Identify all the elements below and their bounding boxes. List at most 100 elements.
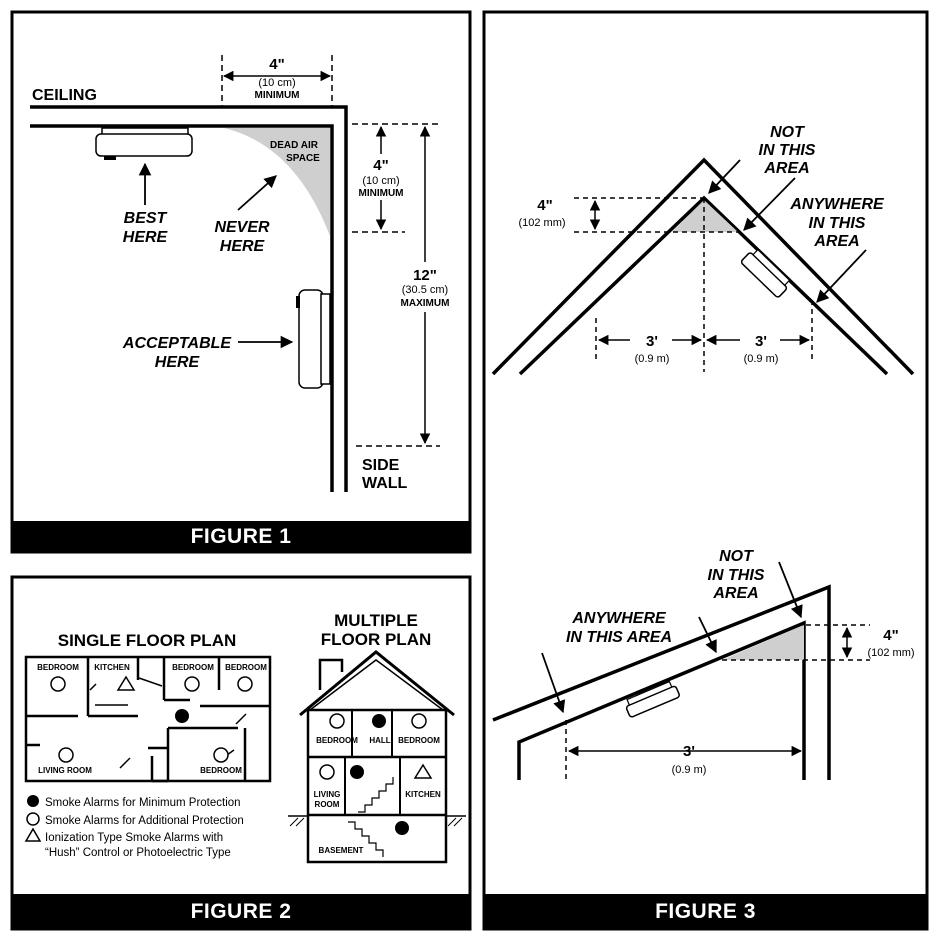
additional-alarm-icon (50, 676, 66, 692)
best-here-label-1: BEST (124, 210, 168, 227)
wall-detector (296, 289, 331, 389)
slope-roof-outer (492, 584, 831, 780)
peak-right-value: 3' (755, 333, 767, 350)
peak-anywhere-label-2: IN THIS (809, 215, 866, 232)
multiple-floor-title-1: MULTIPLE (334, 611, 418, 630)
peak-not-label-2: IN THIS (759, 142, 816, 159)
peak-dim-value: 4" (537, 197, 552, 214)
room-label: LIVING ROOM (38, 766, 92, 775)
never-here-label-2: HERE (220, 238, 266, 255)
room-label: KITCHEN (94, 663, 130, 672)
figure-2-caption: FIGURE 2 (12, 894, 470, 929)
house-room-label: KITCHEN (405, 790, 441, 799)
additional-alarm-icon (213, 747, 229, 763)
peak-anywhere-label-1: ANYWHERE (789, 196, 885, 213)
multiple-floor-house (288, 650, 466, 864)
figure-3-caption: FIGURE 3 (484, 894, 927, 929)
house-room-label: BEDROOM (398, 736, 440, 745)
never-here-arrow (237, 175, 277, 211)
ionization-alarm-icon (116, 675, 136, 691)
minimum-alarm-icon (372, 714, 386, 728)
minimum-alarm-icon (395, 821, 409, 835)
dead-air-space-shape (224, 128, 330, 236)
house-room-label: ROOM (315, 800, 340, 809)
peak-detector (740, 248, 791, 298)
peak-dim-metric: (102 mm) (518, 217, 565, 229)
slope-anywhere-arrow-2 (541, 652, 566, 714)
ceiling-inner-line (30, 124, 334, 492)
peak-left-metric: (0.9 m) (635, 353, 670, 365)
peak-not-label-1: NOT (770, 124, 805, 141)
peak-roof-outer (491, 157, 915, 376)
dim-max-metric: (30.5 cm) (402, 284, 448, 296)
minimum-alarm-icon (350, 765, 364, 779)
peak-no-zone (672, 200, 738, 232)
single-floor-plan (24, 655, 272, 783)
legend-minimum-icon (27, 795, 39, 807)
side-wall-label-1: SIDE (362, 457, 400, 474)
never-here-label-1: NEVER (214, 219, 270, 236)
room-label: BEDROOM (37, 663, 79, 672)
peak-anywhere-label-3: AREA (813, 233, 859, 250)
house-room-label: HALL (369, 736, 390, 745)
dim-top-value: 4" (269, 56, 284, 73)
figure-3-frame (482, 10, 929, 931)
legend-text: “Hush” Control or Photoelectric Type (45, 847, 231, 859)
dim-top-metric: (10 cm) (258, 77, 295, 89)
peak-not-arrow (708, 159, 741, 194)
slope-not-label-3: AREA (712, 585, 758, 602)
house-room-label: BASEMENT (319, 846, 364, 855)
dim-max-note: MAXIMUM (401, 298, 450, 309)
ceiling-outer-line (30, 105, 348, 492)
ceiling-label: CEILING (32, 87, 97, 104)
slope-not-arrow (778, 561, 803, 619)
slope-anywhere-label-2: IN THIS AREA (566, 629, 672, 646)
figure-2-frame (10, 575, 472, 931)
minimum-alarm-icon (175, 709, 189, 723)
additional-alarm-icon (237, 676, 253, 692)
multiple-floor-title-2: FLOOR PLAN (321, 630, 432, 649)
house-room-label: BEDROOM (316, 736, 358, 745)
peak-left-value: 3' (646, 333, 658, 350)
house-room-label: LIVING (314, 790, 341, 799)
ionization-alarm-icon (413, 763, 433, 779)
peak-not-label-3: AREA (763, 160, 809, 177)
additional-alarm-icon (319, 764, 335, 780)
acceptable-label-2: HERE (155, 354, 201, 371)
slope-dim-metric: (102 mm) (867, 647, 914, 659)
figure-3: NOT IN THIS AREA ANYWHERE IN THIS AREA 4… (482, 10, 929, 931)
slope-span-value: 3' (683, 743, 695, 760)
dim-side-note: MINIMUM (359, 188, 404, 199)
legend-text: Ionization Type Smoke Alarms with (45, 832, 223, 844)
legend-text: Smoke Alarms for Additional Protection (45, 815, 244, 827)
slope-anywhere-arrow-1 (698, 616, 717, 654)
slope-span-metric: (0.9 m) (672, 764, 707, 776)
slope-detector (625, 680, 680, 718)
figure-1: CEILING SIDE WALL DEAD AIR SPACE BEST HE… (10, 10, 472, 554)
room-label: BEDROOM (200, 766, 242, 775)
dim-max-value: 12" (413, 267, 437, 284)
slope-anywhere-label-1: ANYWHERE (571, 610, 667, 627)
dead-air-label-1: DEAD AIR (270, 140, 319, 151)
additional-alarm-icon (411, 713, 427, 729)
peak-right-metric: (0.9 m) (744, 353, 779, 365)
peak-anywhere-arrow-2 (816, 249, 867, 303)
additional-alarm-icon (58, 747, 74, 763)
additional-alarm-icon (329, 713, 345, 729)
dim-side-value: 4" (373, 157, 388, 174)
peak-anywhere-arrow-1 (743, 177, 796, 231)
slope-no-zone (722, 625, 804, 660)
slope-not-label-2: IN THIS (708, 567, 765, 584)
ceiling-detector (95, 127, 193, 160)
slope-dim-value: 4" (883, 627, 898, 644)
legend-ionization-icon (24, 827, 42, 842)
single-floor-title: SINGLE FLOOR PLAN (58, 631, 237, 650)
figure-2: SINGLE FLOOR PLAN MULTIPLE FLOOR PLAN (10, 575, 472, 931)
legend-additional-icon (26, 812, 40, 826)
dim-side-metric: (10 cm) (362, 175, 399, 187)
dead-air-label-2: SPACE (286, 153, 320, 164)
slope-roof-inner (517, 620, 806, 780)
dim-top-note: MINIMUM (255, 90, 300, 101)
acceptable-label-1: ACCEPTABLE (122, 335, 232, 352)
